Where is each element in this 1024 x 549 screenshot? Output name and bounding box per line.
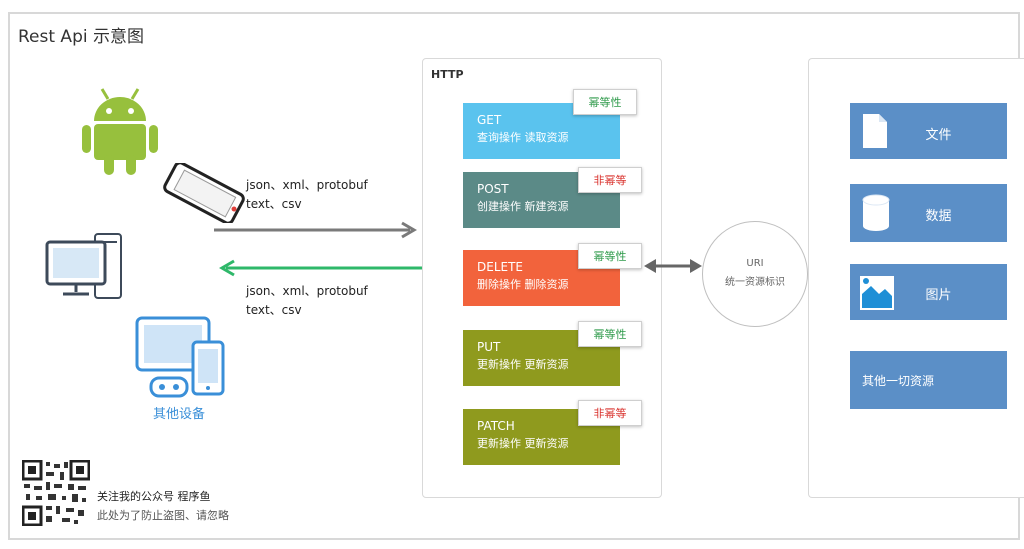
non-idempotent-badge: 非幂等 [578,400,642,426]
uri-circle: URI 统一资源标识 [702,221,808,327]
resource-other: 其他一切资源 [850,351,1007,409]
response-arrow [219,259,422,277]
request-format-line-1: json、xml、protobuf [246,178,368,192]
idempotent-badge: 幂等性 [573,89,637,115]
footer-line-2: 此处为了防止盗图、请忽略 [97,509,229,522]
idempotent-badge: 幂等性 [578,321,642,347]
footer-line-1: 关注我的公众号 程序鱼 [97,490,211,503]
method-desc: 删除操作 删除资源 [477,278,569,291]
android-icon [82,88,158,175]
response-format-line-2: text、csv [246,303,302,317]
method-desc: 更新操作 更新资源 [477,358,569,371]
method-desc: 查询操作 读取资源 [477,131,569,144]
uri-subtitle: 统一资源标识 [725,277,785,288]
idempotent-badge: 幂等性 [578,243,642,269]
uri-title: URI [746,258,764,269]
method-desc: 创建操作 新建资源 [477,200,569,213]
resource-file: 文件 [850,103,1007,159]
method-delete: DELETE 删除操作 删除资源 [463,250,620,306]
desktop-computer-icon [45,233,122,299]
other-devices-label: 其他设备 [153,407,206,422]
non-idempotent-badge: 非幂等 [578,167,642,193]
method-name: DELETE [477,260,524,274]
database-icon [862,194,890,231]
diagram-title: Rest Api 示意图 [18,27,144,47]
request-format-line-2: text、csv [246,197,302,211]
response-format-line-1: json、xml、protobuf [246,284,368,298]
tablet-devices-icon [135,316,225,398]
resource-image: 图片 [850,264,1007,320]
method-name: PATCH [477,419,515,433]
request-arrow [214,221,417,239]
method-name: GET [477,113,502,127]
method-desc: 更新操作 更新资源 [477,437,569,450]
resource-data: 数据 [850,184,1007,242]
method-patch: PATCH 更新操作 更新资源 [463,409,620,465]
resource-label: 数据 [925,209,952,224]
file-icon [863,114,887,148]
double-arrow [644,259,702,273]
http-panel-label: HTTP [431,68,464,81]
image-icon [860,276,894,310]
method-name: PUT [477,340,501,354]
method-name: POST [477,182,509,196]
qr-code [22,460,90,526]
resource-label: 图片 [925,288,952,303]
phone-icon [163,163,245,223]
resource-label: 其他一切资源 [862,374,935,388]
resource-label: 文件 [925,128,952,143]
